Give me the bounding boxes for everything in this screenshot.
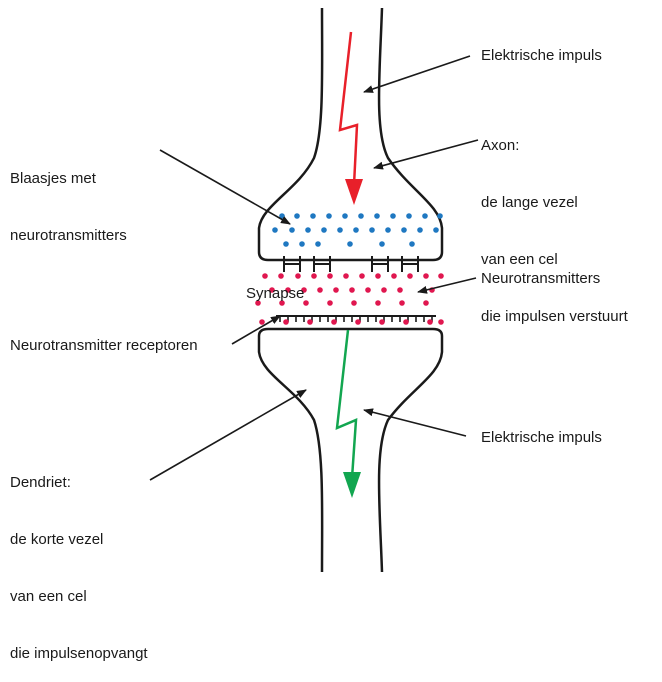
vesicle-dot bbox=[390, 213, 396, 219]
vesicle-dot bbox=[305, 227, 311, 233]
vesicle-dot bbox=[326, 213, 332, 219]
axon-title: Axon: bbox=[481, 136, 628, 155]
vesicle-dot bbox=[409, 241, 415, 247]
neurotransmitter-dot bbox=[343, 273, 349, 279]
neurotransmitter-dot bbox=[283, 319, 289, 325]
vesicle-dots bbox=[272, 213, 443, 247]
pointer-neurotransmitters bbox=[418, 278, 476, 292]
neurotransmitter-dot bbox=[333, 287, 339, 293]
vesicles-label: Blaasjes met neurotransmitters bbox=[10, 131, 127, 264]
vesicle-dot bbox=[406, 213, 412, 219]
neurotransmitter-dot bbox=[349, 287, 355, 293]
vesicle-dot bbox=[374, 213, 380, 219]
neurotransmitter-dot bbox=[423, 300, 429, 306]
release-sites bbox=[284, 256, 418, 272]
pointer-dendrite bbox=[150, 390, 306, 480]
neurotransmitter-dot bbox=[391, 273, 397, 279]
dendrite-outline bbox=[259, 329, 442, 572]
neurotransmitter-dot bbox=[355, 319, 361, 325]
dendrite-impulse-arrowhead bbox=[343, 472, 361, 498]
vesicle-dot bbox=[321, 227, 327, 233]
synapse-label: Synapse bbox=[246, 284, 304, 303]
label-elec-impulse-top: Elektrische impuls bbox=[481, 46, 602, 65]
dendrite-desc-line3: die impulsenopvangt bbox=[10, 644, 148, 663]
neurotransmitter-dot bbox=[427, 319, 433, 325]
vesicle-dot bbox=[401, 227, 407, 233]
neurotransmitter-dot bbox=[351, 300, 357, 306]
neurotransmitter-dot bbox=[379, 319, 385, 325]
neurotransmitter-dot bbox=[327, 273, 333, 279]
vesicle-dot bbox=[289, 227, 295, 233]
neurotransmitters-label: Neurotransmitters bbox=[481, 269, 600, 288]
neurotransmitter-dot bbox=[327, 300, 333, 306]
neurotransmitter-dot bbox=[295, 273, 301, 279]
neurotransmitter-dot bbox=[407, 273, 413, 279]
neurotransmitter-dot bbox=[307, 319, 313, 325]
vesicle-dot bbox=[299, 241, 305, 247]
vesicle-dot bbox=[379, 241, 385, 247]
dendrite-impulse-icon bbox=[337, 330, 356, 478]
vesicle-dot bbox=[353, 227, 359, 233]
neurotransmitter-dot bbox=[278, 273, 284, 279]
dendrite-desc-line2: van een cel bbox=[10, 587, 148, 606]
neurotransmitter-dot bbox=[438, 273, 444, 279]
neurotransmitter-dot bbox=[365, 287, 371, 293]
neurotransmitter-dot bbox=[375, 273, 381, 279]
vesicle-dot bbox=[283, 241, 289, 247]
neurotransmitter-dot bbox=[317, 287, 323, 293]
dendrite-label: Dendriet: de korte vezel van een cel die… bbox=[10, 435, 148, 682]
vesicles-line2: neurotransmitters bbox=[10, 226, 127, 245]
axon-label: Axon: de lange vezel van een cel die imp… bbox=[481, 98, 628, 345]
pointer-axon bbox=[374, 140, 478, 168]
vesicle-dot bbox=[315, 241, 321, 247]
neurotransmitter-dot bbox=[381, 287, 387, 293]
vesicle-dot bbox=[437, 213, 443, 219]
axon-impulse-arrowhead bbox=[345, 179, 363, 205]
pointer-elec-impulse-bottom bbox=[364, 410, 466, 436]
vesicle-dot bbox=[347, 241, 353, 247]
axon-desc-line2: van een cel bbox=[481, 250, 628, 269]
neurotransmitter-dot bbox=[403, 319, 409, 325]
vesicle-dot bbox=[337, 227, 343, 233]
axon-impulse-icon bbox=[340, 32, 357, 185]
neurotransmitter-dot bbox=[331, 319, 337, 325]
vesicle-dot bbox=[358, 213, 364, 219]
dendrite-desc-line1: de korte vezel bbox=[10, 530, 148, 549]
vesicle-dot bbox=[385, 227, 391, 233]
vesicle-dot bbox=[417, 227, 423, 233]
neurotransmitter-dot bbox=[375, 300, 381, 306]
dendrite-title: Dendriet: bbox=[10, 473, 148, 492]
axon-desc-line1: de lange vezel bbox=[481, 193, 628, 212]
label-elec-impulse-bottom: Elektrische impuls bbox=[481, 428, 602, 447]
vesicles-line1: Blaasjes met bbox=[10, 169, 127, 188]
vesicle-dot bbox=[272, 227, 278, 233]
vesicle-dot bbox=[433, 227, 439, 233]
vesicle-dot bbox=[369, 227, 375, 233]
vesicle-dot bbox=[310, 213, 316, 219]
neurotransmitter-dot bbox=[399, 300, 405, 306]
neurotransmitter-dot bbox=[423, 273, 429, 279]
neurotransmitter-dot bbox=[438, 319, 444, 325]
receptors-label: Neurotransmitter receptoren bbox=[10, 336, 198, 355]
neurotransmitter-dot bbox=[359, 273, 365, 279]
vesicle-dot bbox=[342, 213, 348, 219]
neurotransmitter-dot bbox=[262, 273, 268, 279]
axon-desc-line3: die impulsen verstuurt bbox=[481, 307, 628, 326]
neurotransmitter-dot bbox=[311, 273, 317, 279]
pointer-vesicles bbox=[160, 150, 290, 224]
vesicle-dot bbox=[294, 213, 300, 219]
neurotransmitter-dot bbox=[397, 287, 403, 293]
vesicle-dot bbox=[422, 213, 428, 219]
neurotransmitter-dot bbox=[259, 319, 265, 325]
